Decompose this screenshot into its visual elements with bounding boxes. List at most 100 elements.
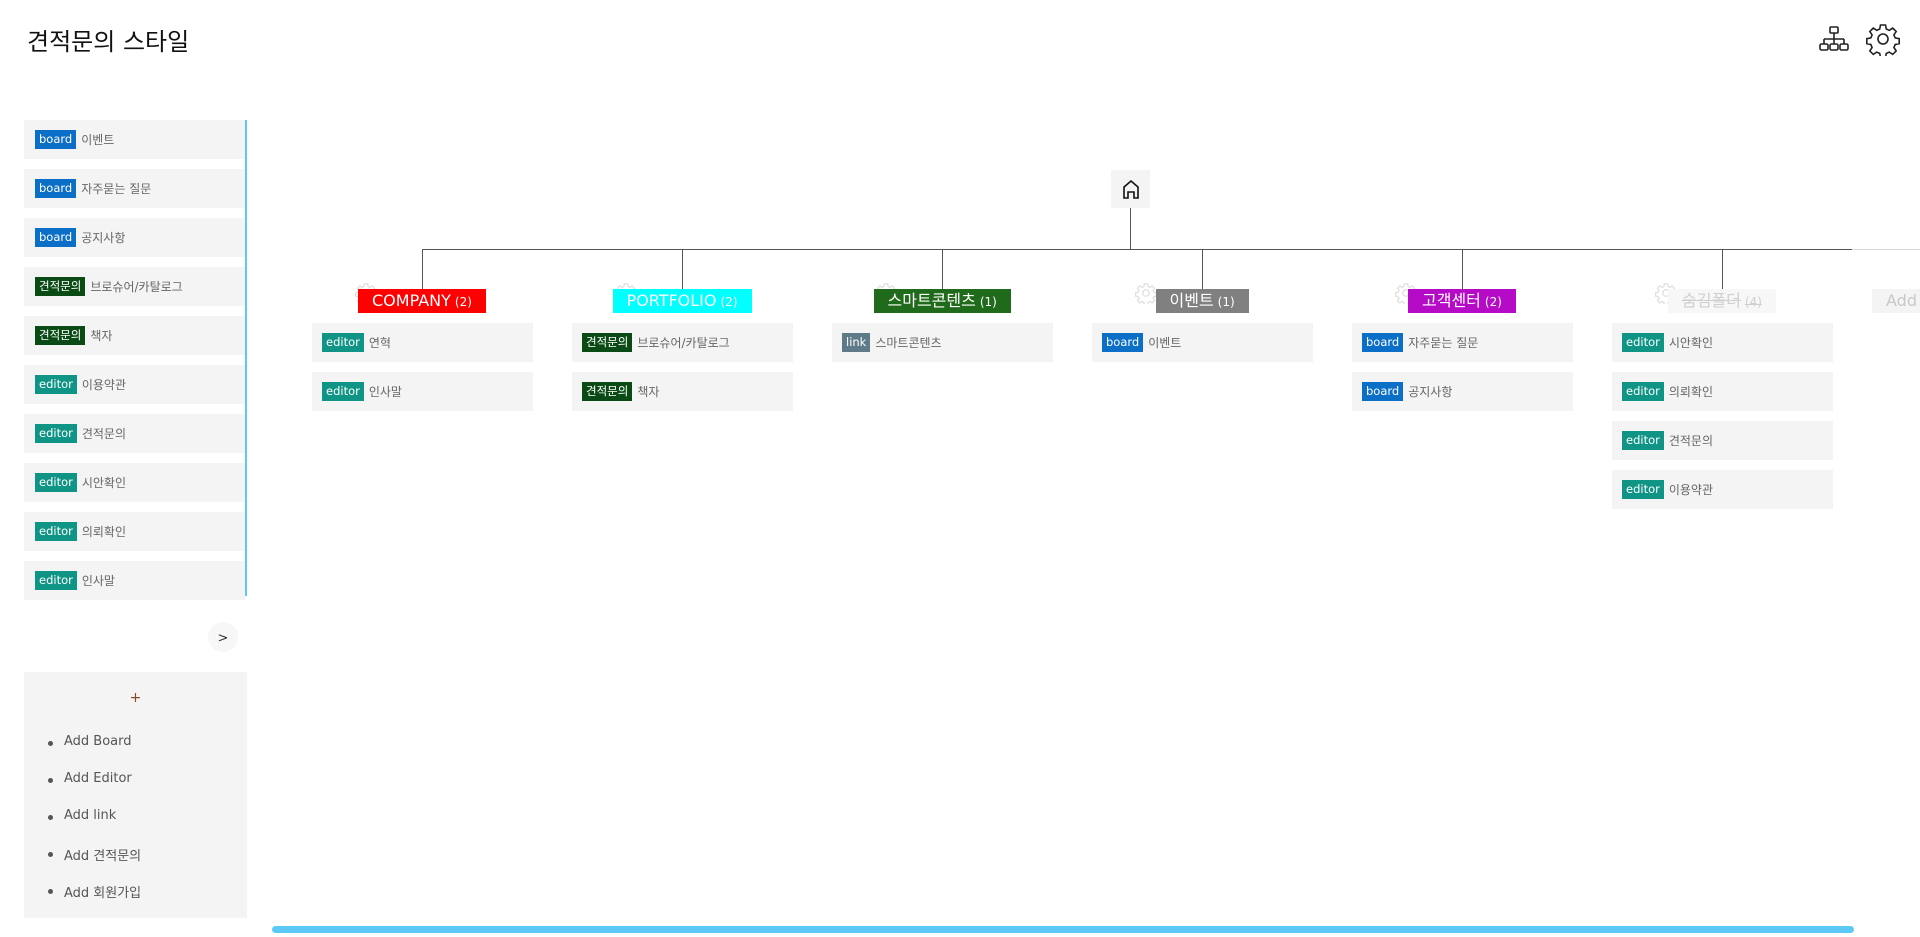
item-label: 책자	[90, 329, 113, 343]
type-badge: board	[1102, 333, 1144, 352]
column-title: 스마트콘텐츠	[887, 291, 976, 310]
home-root-node[interactable]	[1111, 170, 1150, 208]
type-badge: editor	[35, 473, 77, 492]
item-label: 연혁	[368, 336, 391, 350]
tree-item[interactable]: editor 시안확인	[1612, 323, 1833, 362]
connector-line	[682, 249, 683, 289]
add-menu-item[interactable]: Add Board	[48, 734, 132, 749]
item-label: 자주묻는 질문	[81, 182, 152, 196]
sidebar-item[interactable]: editor 견적문의	[24, 414, 245, 453]
tree-item[interactable]: editor 의뢰확인	[1612, 372, 1833, 411]
add-column-button[interactable]: Add	[1872, 289, 1920, 313]
sidebar-item[interactable]: editor 이용약관	[24, 365, 245, 404]
horizontal-scrollbar[interactable]	[272, 926, 1854, 933]
item-label: 공지사항	[81, 231, 126, 245]
page-title: 견적문의 스타일	[27, 28, 190, 56]
column-title: 이벤트	[1169, 291, 1214, 310]
type-badge: editor	[35, 424, 77, 443]
connector-line	[1202, 249, 1203, 289]
type-badge: board	[1362, 382, 1404, 401]
item-label: 책자	[637, 385, 660, 399]
item-label: 브로슈어/카탈로그	[90, 280, 183, 294]
sidebar-item[interactable]: board 자주묻는 질문	[24, 169, 245, 208]
item-label: 견적문의	[1668, 434, 1714, 448]
type-badge: 견적문의	[35, 277, 86, 296]
column-count: (4)	[1744, 295, 1762, 309]
column-title: 고객센터	[1422, 291, 1481, 310]
sidebar-item[interactable]: editor 시안확인	[24, 463, 245, 502]
collapse-sidebar-button[interactable]: >	[208, 622, 238, 652]
item-label: 이용약관	[1668, 483, 1714, 497]
item-label: 자주묻는 질문	[1408, 336, 1479, 350]
connector-line	[1722, 249, 1723, 289]
item-label: 브로슈어/카탈로그	[637, 336, 730, 350]
type-badge: 견적문의	[35, 326, 86, 345]
type-badge: 견적문의	[582, 382, 633, 401]
connector-line	[422, 249, 1852, 250]
column-header[interactable]: 이벤트(1)	[1155, 289, 1249, 313]
type-badge: editor	[1622, 431, 1664, 450]
sitemap-icon[interactable]	[1817, 22, 1851, 56]
type-badge: editor	[322, 333, 364, 352]
connector-line	[422, 249, 423, 289]
column-header[interactable]: 고객센터(2)	[1408, 289, 1516, 313]
type-badge: editor	[35, 522, 77, 541]
add-plus-button[interactable]: +	[129, 690, 142, 706]
item-label: 공지사항	[1408, 385, 1453, 399]
gear-icon[interactable]	[1866, 22, 1900, 56]
home-icon	[1122, 179, 1139, 199]
item-label: 시안확인	[1668, 336, 1714, 350]
item-label: 시안확인	[81, 476, 127, 490]
add-menu-item[interactable]: Add link	[47, 808, 117, 823]
sidebar-scrollbar[interactable]	[245, 120, 247, 596]
type-badge: board	[35, 179, 77, 198]
tree-item[interactable]: board 공지사항	[1352, 372, 1573, 411]
column-title: PORTFOLIO	[626, 291, 717, 310]
type-badge: editor	[1622, 333, 1664, 352]
column-header[interactable]: 숨김폴더(4)	[1668, 289, 1776, 313]
column-title: 숨김폴더	[1682, 291, 1741, 310]
type-badge: 견적문의	[582, 333, 633, 352]
type-badge: editor	[35, 375, 77, 394]
item-label: 이용약관	[81, 378, 127, 392]
column-count: (2)	[720, 295, 738, 309]
column-settings-gear-icon[interactable]	[1134, 282, 1158, 306]
connector-line	[1130, 208, 1131, 249]
sidebar-item[interactable]: 견적문의 책자	[24, 316, 245, 355]
item-label: 이벤트	[1148, 336, 1182, 350]
type-badge: board	[1362, 333, 1404, 352]
item-label: 스마트콘텐츠	[875, 336, 942, 350]
tree-item[interactable]: 견적문의 브로슈어/카탈로그	[572, 323, 793, 362]
add-menu-item[interactable]: Add 회원가입	[47, 882, 141, 901]
item-label: 견적문의	[81, 427, 127, 441]
column-title: COMPANY	[372, 291, 451, 310]
column-header[interactable]: COMPANY(2)	[358, 289, 486, 313]
column-count: (1)	[979, 295, 997, 309]
tree-item[interactable]: editor 연혁	[312, 323, 533, 362]
tree-item[interactable]: 견적문의 책자	[572, 372, 793, 411]
type-badge: editor	[322, 382, 364, 401]
add-menu-item[interactable]: Add 견적문의	[47, 845, 141, 864]
type-badge: editor	[35, 571, 77, 590]
type-badge: editor	[1622, 480, 1664, 499]
connector-line	[1852, 249, 1920, 250]
column-header[interactable]: 스마트콘텐츠(1)	[873, 289, 1011, 313]
tree-item[interactable]: board 자주묻는 질문	[1352, 323, 1573, 362]
add-menu-item[interactable]: Add Editor	[48, 771, 132, 786]
connector-line	[942, 249, 943, 289]
tree-item[interactable]: board 이벤트	[1092, 323, 1313, 362]
tree-item[interactable]: editor 견적문의	[1612, 421, 1833, 460]
column-count: (2)	[454, 295, 472, 309]
item-label: 의뢰확인	[1668, 385, 1714, 399]
tree-item[interactable]: editor 이용약관	[1612, 470, 1833, 509]
column-header[interactable]: PORTFOLIO(2)	[612, 289, 752, 313]
type-badge: editor	[1622, 382, 1664, 401]
sidebar-item[interactable]: 견적문의 브로슈어/카탈로그	[24, 267, 245, 306]
